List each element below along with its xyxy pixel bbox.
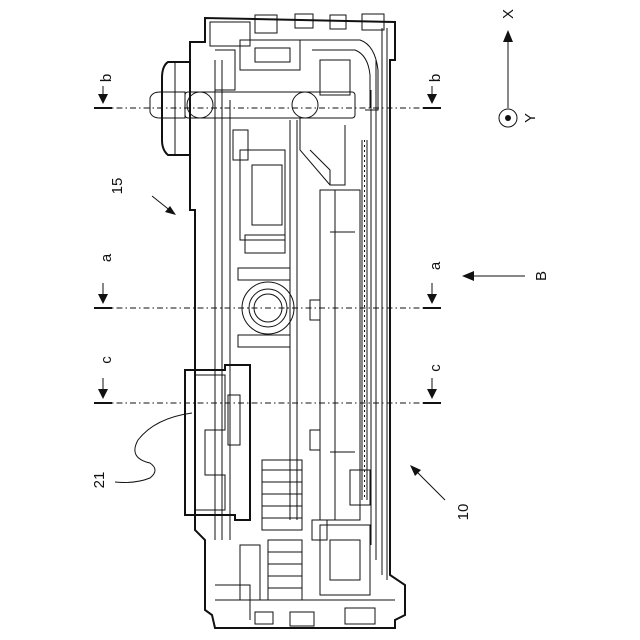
- direction-arrow-b: [462, 271, 525, 281]
- reference-label-10: 10: [455, 504, 472, 521]
- reference-label-15: 15: [109, 178, 126, 195]
- section-marker-c-right: c: [427, 364, 444, 372]
- section-line-b: [94, 86, 441, 108]
- x-axis-arrow-icon: [503, 30, 513, 42]
- section-line-c: [94, 378, 441, 403]
- direction-label-b: B: [533, 271, 550, 281]
- section-marker-b-left: b: [98, 74, 115, 82]
- hatched-strip: [362, 140, 367, 500]
- section-marker-b-right: b: [427, 74, 444, 82]
- axis-label-y: Y: [522, 113, 539, 123]
- section-marker-a-left: a: [98, 253, 115, 262]
- device-body: [150, 14, 405, 628]
- axis-indicator: [499, 30, 517, 127]
- leader-line-21: [115, 413, 192, 483]
- reference-label-21: 21: [91, 472, 108, 489]
- section-marker-a-right: a: [427, 261, 444, 270]
- reference-10: [410, 465, 445, 500]
- section-marker-c-left: c: [98, 356, 115, 364]
- axis-label-x: X: [500, 9, 517, 19]
- connector-block: [262, 460, 302, 600]
- reference-15: [152, 196, 176, 215]
- section-line-a: [94, 283, 441, 308]
